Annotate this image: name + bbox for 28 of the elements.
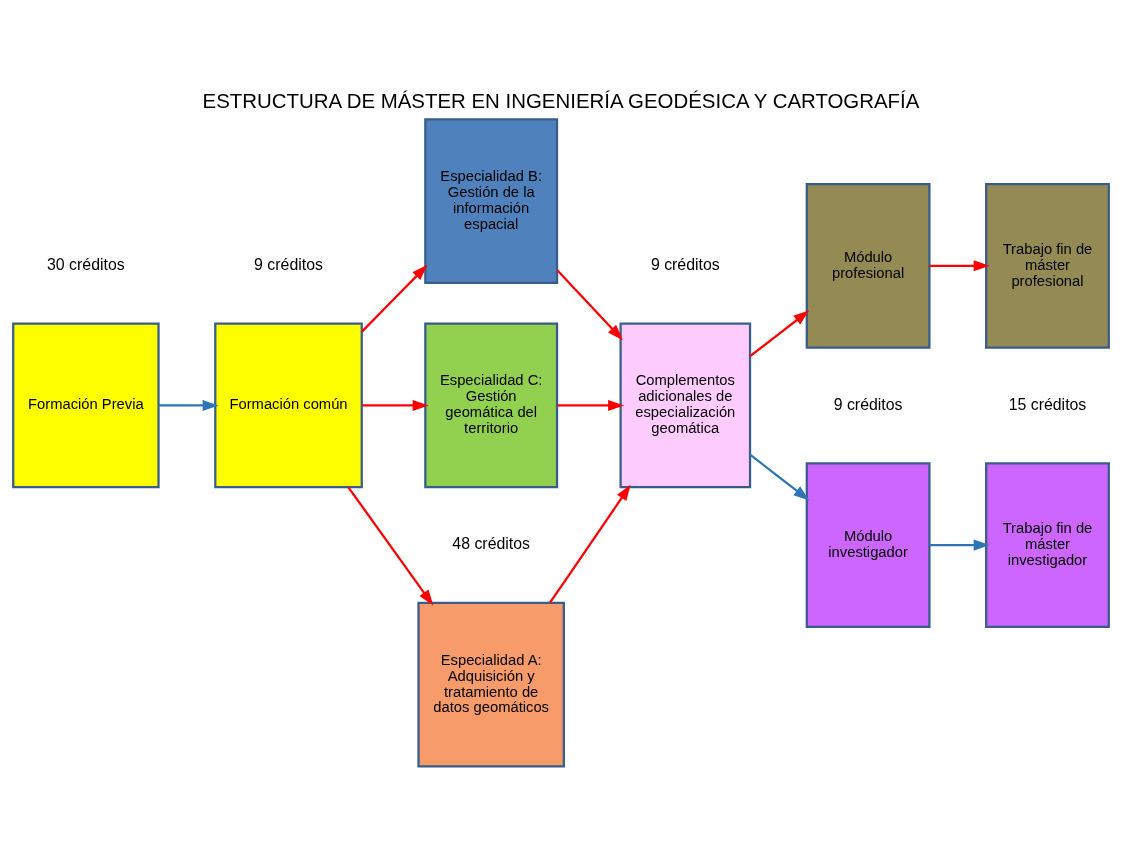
node-box: Formación común — [214, 322, 363, 489]
node-box: Formación Previa — [12, 322, 160, 489]
arrow — [361, 264, 428, 333]
label: 48 créditos — [452, 535, 531, 553]
arrow — [347, 486, 434, 606]
node-box: Módulo profesional — [805, 182, 931, 349]
node-box: Especialidad A: Adquisición y tratamiento de datos geomáticos — [417, 601, 565, 768]
node-box: Complementos adicionales de especialización geomática — [619, 322, 752, 489]
arrow — [929, 539, 990, 551]
label: 9 créditos — [254, 255, 323, 273]
node-box: Trabajo fin de máster profesional — [985, 182, 1110, 349]
node-box: Especialidad B: Gestión de la información espacial — [424, 118, 559, 284]
node-box: Especialidad C: Gestión geomática del territorio — [424, 322, 559, 489]
arrow — [929, 260, 990, 272]
node-box: Trabajo fin de máster investigador — [985, 462, 1110, 628]
arrow — [557, 399, 625, 411]
label: 15 créditos — [1008, 395, 1087, 413]
arrow — [556, 269, 623, 341]
arrow — [749, 453, 810, 501]
label: 9 créditos — [833, 395, 903, 413]
label: 30 créditos — [47, 255, 125, 273]
arrow — [548, 484, 631, 604]
label: 9 créditos — [650, 255, 720, 273]
arrow — [749, 310, 810, 358]
arrow — [158, 399, 219, 411]
node-box: Módulo investigador — [805, 462, 931, 628]
diagram-title: ESTRUCTURA DE MÁSTER EN INGENIERÍA GEODÉSICA Y CARTOGRAFÍA — [202, 90, 920, 113]
arrow — [362, 399, 429, 411]
